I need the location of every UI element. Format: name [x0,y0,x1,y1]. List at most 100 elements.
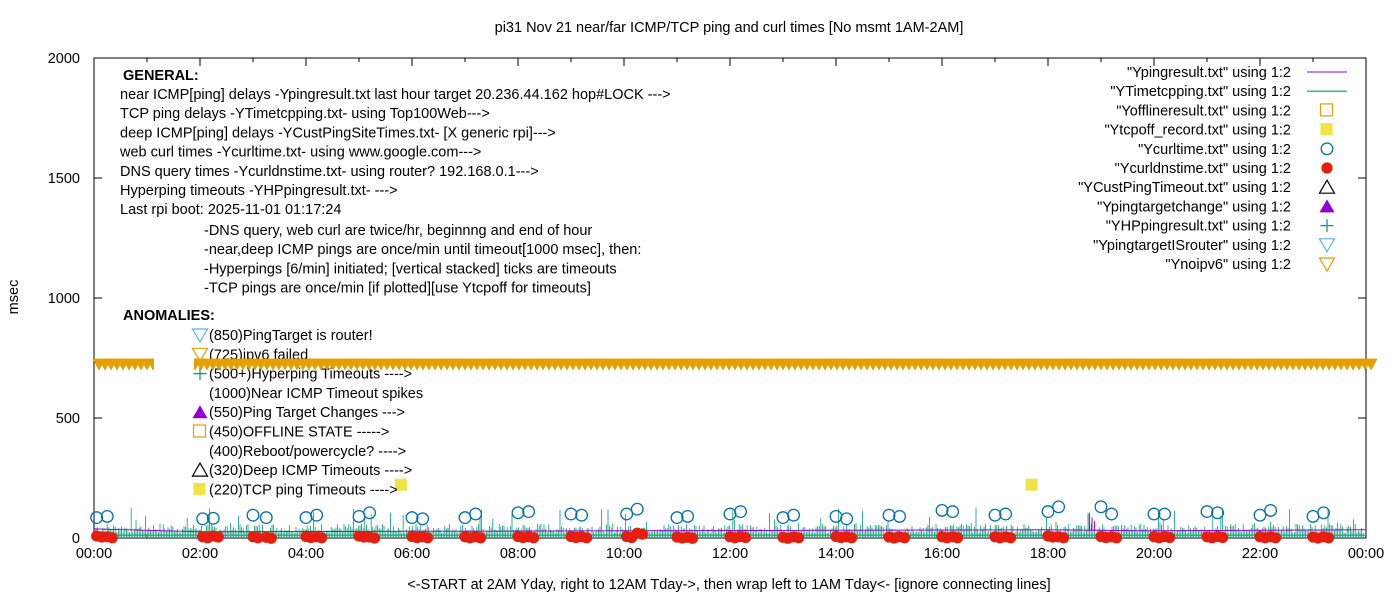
anomaly-line: (220)TCP ping Timeouts ----> [209,482,398,498]
curl-point [1105,507,1119,521]
x-tick-label: 22:00 [1242,546,1278,562]
curl-point [670,511,684,525]
curl-point [1264,503,1278,517]
legend-marker [1319,103,1334,117]
curl-point [734,505,748,519]
curl-point [1211,506,1225,520]
ipv6-failed-band [92,358,1378,371]
dns-point [793,532,805,544]
anomaly-line: (450)OFFLINE STATE -----> [209,425,389,441]
tcpoff-point [1025,478,1038,491]
anomaly-marker [191,461,209,477]
note-line: -near,deep ICMP pings are once/min until… [204,242,641,258]
curl-point [1094,500,1108,514]
dns-point [636,528,648,540]
anomaly-line: (1000)Near ICMP Timeout spikes [209,386,423,402]
x-tick-label: 08:00 [500,546,536,562]
curl-point [776,511,790,525]
anomaly-marker [193,482,206,495]
anomaly-line: (400)Reboot/powercycle? ----> [209,444,406,460]
anomaly-marker [191,347,209,363]
curl-point [1147,507,1161,521]
legend-entry: "Yofflineresult.txt" using 1:2 [1116,103,1291,119]
x-tick-label: 04:00 [288,546,324,562]
curl-point [575,508,589,522]
tcpoff-point [394,478,407,491]
chart-title: pi31 Nov 21 near/far ICMP/TCP ping and c… [495,20,964,36]
curl-point [469,507,483,521]
x-tick-label: 16:00 [924,546,960,562]
curl-point [259,511,273,525]
general-line: deep ICMP[ping] delays -YCustPingSiteTim… [120,125,556,141]
legend-marker [1318,238,1336,254]
anomaly-line: (550)Ping Target Changes ---> [209,405,405,421]
curl-point [1317,506,1331,520]
y-tick-label: 2000 [48,51,80,67]
legend-entry: "Ynoipv6" using 1:2 [1165,257,1291,273]
annotation-text: GENERAL:near ICMP[ping] delays -Ypingres… [92,68,1378,498]
curl-point [511,506,525,520]
dns-point [1005,532,1017,544]
anomaly-marker [193,367,207,381]
dns-point [369,532,381,544]
x-tick-label: 10:00 [606,546,642,562]
dns-point [740,531,752,544]
dns-point [1164,531,1176,544]
y-tick-label: 500 [56,411,80,427]
y-tick-label: 1000 [48,291,80,307]
dns-point [846,532,858,544]
legend-entry: "YpingtargetISrouter" using 1:2 [1093,238,1291,254]
legend-entry: "Ypingresult.txt" using 1:2 [1127,65,1291,81]
curl-point [723,507,737,521]
legend-marker [1318,178,1336,194]
curl-point [100,509,114,523]
dns-point [422,532,434,544]
dns-point [316,532,328,544]
x-tick-label: 14:00 [818,546,854,562]
legend-entry: "Ycurldnstime.txt" using 1:2 [1115,161,1291,177]
dns-point [106,532,118,544]
dns-point [1323,532,1335,544]
x-tick-label: 06:00 [394,546,430,562]
x-tick-label: 02:00 [182,546,218,562]
x-axis-label: <-START at 2AM Yday, right to 12AM Tday-… [407,577,1050,593]
x-tick-label: 00:00 [76,546,112,562]
legend-entry: "Ycurltime.txt" using 1:2 [1138,142,1291,158]
curl-point [935,503,949,517]
legend: "Ypingresult.txt" using 1:2 "YTimetcpping… [1078,65,1347,273]
dns-point [1111,532,1123,544]
y-tick-label: 0 [72,531,80,547]
x-tick-label: 00:00 [1348,546,1384,562]
general-line: Hyperping timeouts -YHPpingresult.txt- -… [120,183,398,199]
curl-point [1253,508,1267,522]
dns-point [528,532,540,544]
curl-point [206,511,220,525]
curl-point [196,512,210,526]
curl-point [405,511,419,525]
dns-point [265,532,277,544]
curl-point [946,505,960,519]
dns-point [899,532,911,544]
legend-marker [1320,123,1333,136]
curl-point [1200,505,1214,519]
note-line: -Hyperpings [6/min] initiated; [vertical… [204,261,617,277]
dns-point [687,532,699,544]
curl-point [522,505,536,519]
curl-point [458,511,472,525]
curl-point [630,502,644,516]
curl-point [564,507,578,521]
curl-point [246,508,260,522]
legend-entry: "YTimetcpping.txt" using 1:2 [1110,84,1291,100]
dns-point [212,531,224,543]
legend-entry: "Ypingtargetchange" using 1:2 [1097,199,1291,215]
curl-point [620,507,634,521]
anomaly-marker [191,328,209,344]
note-line: -DNS query, web curl are twice/hr, begin… [204,223,592,239]
curl-point [363,506,377,520]
curl-point [1158,507,1172,521]
general-line: Last rpi boot: 2025-11-01 01:17:24 [120,202,341,218]
legend-entry: "YCustPingTimeout.txt" using 1:2 [1078,180,1291,196]
curl-point [787,508,801,522]
general-header: GENERAL: [123,68,199,84]
